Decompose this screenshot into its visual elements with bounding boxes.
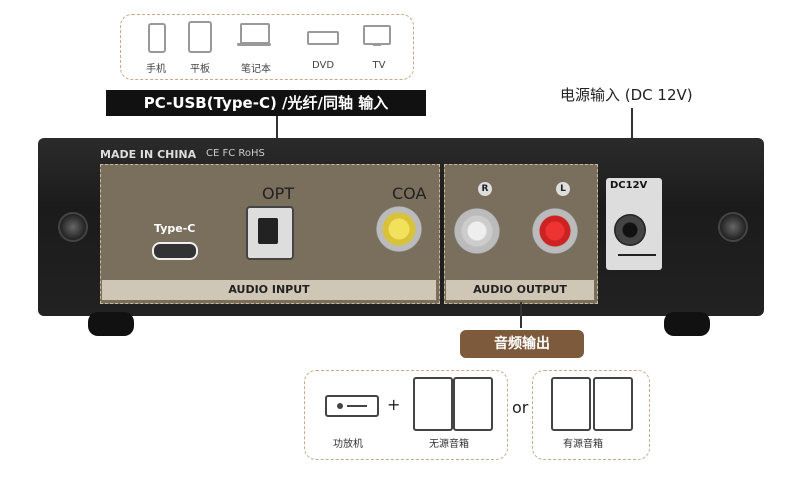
right-foot (664, 312, 710, 336)
passive-speaker-right-icon (453, 377, 493, 431)
typec-label: Type-C (154, 222, 196, 235)
amp-and-passive-box: + 功放机 无源音箱 (304, 370, 508, 460)
dvd-icon (307, 31, 339, 45)
source-label-dvd: DVD (311, 60, 335, 71)
tv-icon (363, 25, 391, 46)
dc-power-jack[interactable] (614, 214, 646, 246)
coa-label: COA (392, 184, 427, 203)
channel-l-label: L (556, 182, 570, 196)
left-foot (88, 312, 134, 336)
active-speaker-label: 有源音箱 (563, 439, 603, 450)
active-speaker-left-icon (551, 377, 591, 431)
channel-r-label: R (478, 182, 492, 196)
passive-speaker-label: 无源音箱 (429, 439, 469, 450)
power-input-label: 电源输入 (DC 12V) (560, 86, 693, 104)
opt-label: OPT (262, 184, 295, 203)
laptop-icon (237, 23, 271, 46)
rca-left-jack[interactable] (532, 208, 578, 254)
phone-icon (148, 23, 166, 53)
or-text: or (512, 398, 529, 417)
input-connector-line (276, 116, 278, 158)
source-label-tv: TV (372, 60, 386, 71)
plus-sign: + (387, 395, 401, 414)
passive-speaker-left-icon (413, 377, 453, 431)
source-devices-box: 手机 平板 笔记本 DVD TV (120, 14, 414, 80)
left-screw (58, 212, 88, 242)
audio-output-pill: 音频输出 (460, 330, 584, 358)
audio-input-label: AUDIO INPUT (102, 280, 436, 300)
amplifier-icon (325, 395, 379, 417)
active-speaker-box: 有源音箱 (532, 370, 650, 460)
dc12v-label: DC12V (610, 180, 648, 191)
coaxial-jack[interactable] (376, 206, 422, 252)
source-label-tablet: 平板 (190, 64, 210, 75)
output-connector-line (520, 302, 522, 328)
audio-output-label: AUDIO OUTPUT (446, 280, 594, 300)
typec-port[interactable] (152, 242, 198, 260)
made-in-china-text: MADE IN CHINA (100, 148, 197, 161)
input-banner: PC-USB(Type-C) /光纤/同轴 输入 (106, 90, 426, 116)
source-label-laptop: 笔记本 (241, 64, 271, 75)
tablet-icon (188, 21, 212, 53)
amp-label: 功放机 (333, 439, 363, 450)
certification-marks: CE FC RoHS (206, 148, 265, 159)
rca-right-jack[interactable] (454, 208, 500, 254)
source-label-phone: 手机 (146, 64, 166, 75)
polarity-icon (618, 254, 656, 266)
active-speaker-right-icon (593, 377, 633, 431)
optical-port[interactable] (246, 206, 294, 260)
right-screw (718, 212, 748, 242)
